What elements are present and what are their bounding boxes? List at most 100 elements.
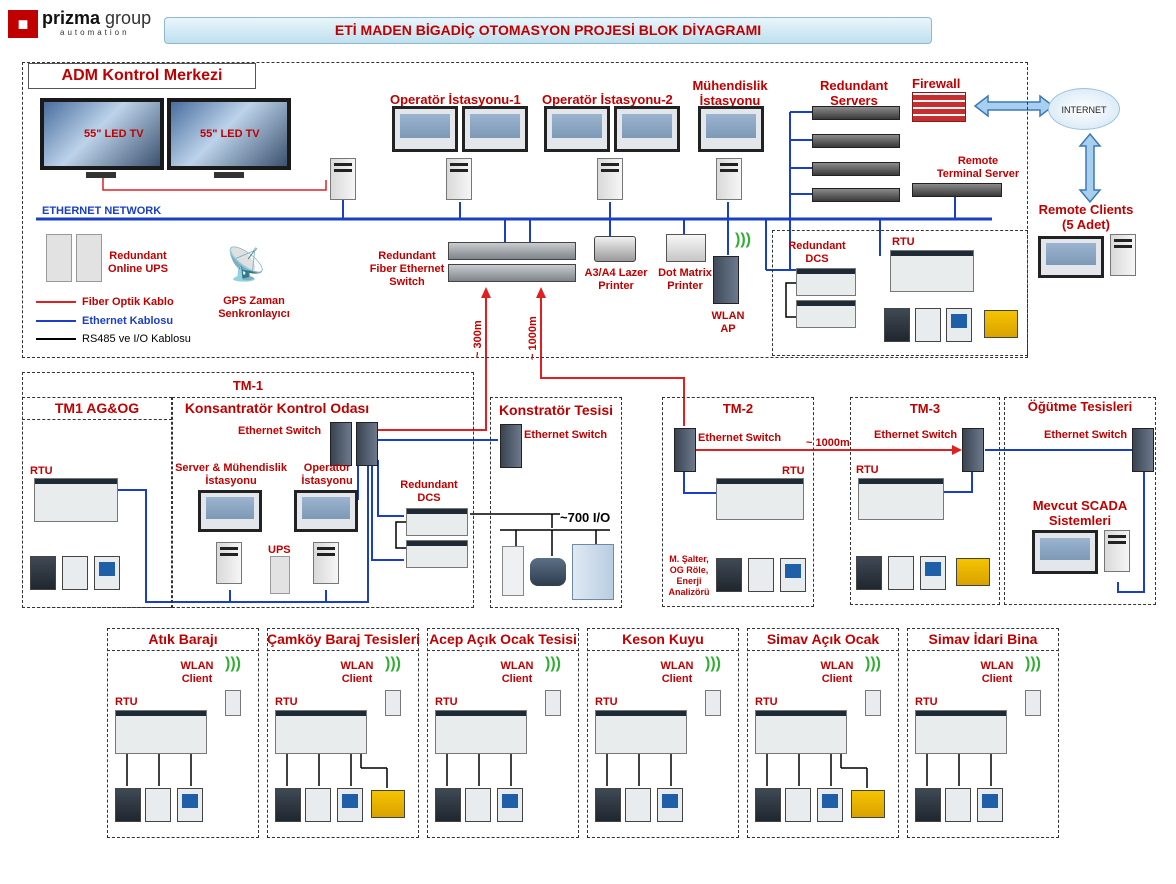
tm2-note-line1: M. Şalter, (669, 554, 709, 564)
tv-1-label: 55" LED TV (84, 128, 144, 140)
site-rtu (435, 710, 527, 754)
wlan-ap-icon (713, 256, 739, 304)
site-rtu (755, 710, 847, 754)
tm1-operator-line1: Operator (303, 462, 351, 474)
tm1-operator-tower (313, 542, 339, 584)
firewall-icon (912, 92, 966, 122)
tm1-ethernet (117, 439, 498, 603)
site-frame (267, 628, 419, 838)
ups-2 (76, 234, 102, 282)
tm3-frame (850, 397, 1000, 605)
ups-1 (46, 234, 72, 282)
adm-breaker (884, 308, 910, 342)
wlan-ap-label: WLAN AP (708, 310, 748, 336)
site-rtu (915, 710, 1007, 754)
laser-printer-label: A3/A4 Lazer Printer (582, 267, 650, 293)
tm2-switch (674, 428, 696, 472)
servers-line1: Redundant (820, 78, 888, 93)
tm2-meter (780, 558, 806, 592)
tm3-eth-switch-label: Ethernet Switch (874, 429, 958, 441)
tm1-agog-frame (22, 397, 172, 608)
tm2-note-line3: Enerji (676, 576, 702, 586)
site-relay (465, 788, 491, 822)
op1-monitor-a (392, 106, 458, 152)
tm1-breaker (30, 556, 56, 590)
site-wlan-line1: WLAN (340, 660, 374, 672)
tm3-generator (956, 558, 990, 586)
site-wifi-icon: ))) (1025, 655, 1041, 672)
tv-1-stand (86, 172, 116, 178)
remote-ts-line2: Terminal Server (936, 168, 1020, 180)
site-wlan-client (865, 690, 881, 716)
logo-group-text: group (105, 8, 152, 28)
logo-subtitle: automation (60, 28, 130, 37)
site-wlan-client (225, 690, 241, 716)
tm1-title: TM-1 (232, 378, 264, 393)
site-wlan-line2: Client (981, 673, 1013, 685)
site-rtu-label: RTU (115, 696, 138, 708)
site-wlan-line1: WLAN (980, 660, 1014, 672)
tm3-meter (920, 556, 946, 590)
tm2-note: M. Şalter, OG Röle, Enerji Analizörü (664, 554, 714, 598)
site-title: Acep Açık Ocak Tesisi (427, 628, 579, 651)
site-rtu-label: RTU (595, 696, 618, 708)
site-wlan-line1: WLAN (820, 660, 854, 672)
legend-rs485: RS485 ve I/O Kablosu (82, 333, 191, 345)
site-breaker (595, 788, 621, 822)
konstrator-frame (490, 397, 622, 608)
site-rtu (275, 710, 367, 754)
site-meter (337, 788, 363, 822)
adm-dcs-frame (772, 230, 1028, 356)
site-generator (371, 790, 405, 818)
tm1-agog-title: TM1 AG&OG (22, 397, 172, 420)
op2-monitor-a (544, 106, 610, 152)
distance-1000m-b: ~ 1000m (806, 437, 850, 449)
adm-frame (22, 62, 1028, 358)
vfd-drive-icon (502, 546, 524, 596)
tm2-note-line2: OG Röle, (669, 565, 709, 575)
tm1-server-tower (216, 542, 242, 584)
site-relay (145, 788, 171, 822)
adm-dcs-line2: DCS (805, 253, 829, 265)
tm2-eth-switch-label: Ethernet Switch (698, 432, 782, 444)
site-wlan-client (1025, 690, 1041, 716)
site-relay (785, 788, 811, 822)
site-rtu (115, 710, 207, 754)
site-breaker (915, 788, 941, 822)
tm1-operator-monitor (294, 490, 358, 532)
logo-mark: ■ (8, 10, 38, 38)
tm1-operator-line2: İstasyonu (301, 475, 353, 487)
site-rtu (595, 710, 687, 754)
site-wlan-line2: Client (821, 673, 853, 685)
eng-station-line1: Mühendislik (692, 78, 768, 93)
site-rtu-label: RTU (755, 696, 778, 708)
konstrator-eth-switch-label: Ethernet Switch (524, 429, 608, 441)
remote-terminal-server (912, 183, 1002, 197)
site-wlan-line2: Client (661, 673, 693, 685)
wlan-ap-signal-icon: ))) (735, 231, 751, 248)
site-breaker (755, 788, 781, 822)
site-wlan-line2: Client (341, 673, 373, 685)
site-wifi-icon: ))) (545, 655, 561, 672)
op-station-1-label: Operatör İstasyonu-1 (390, 92, 521, 107)
ups-line1: Redundant (109, 250, 167, 262)
tv-pc-tower (330, 158, 356, 200)
tm2-frame (662, 397, 814, 607)
site-meter (177, 788, 203, 822)
fiber-links (376, 292, 960, 451)
site-wifi-icon: ))) (865, 655, 881, 672)
site-title: Çamköy Baraj Tesisleri (267, 628, 420, 651)
site-wlan-line1: WLAN (500, 660, 534, 672)
tm3-relay (888, 556, 914, 590)
tm1-dcs-line1: Redundant (400, 479, 458, 491)
tm2-rtu-label: RTU (782, 465, 805, 477)
ups-label: Redundant Online UPS (104, 250, 172, 276)
eng-station-line2: İstasyonu (699, 93, 761, 108)
adm-relay (915, 308, 941, 342)
op1-tower (446, 158, 472, 200)
servers-line2: Servers (830, 93, 878, 108)
tm1-switch-2 (356, 422, 378, 466)
laser-printer-icon (594, 236, 636, 262)
